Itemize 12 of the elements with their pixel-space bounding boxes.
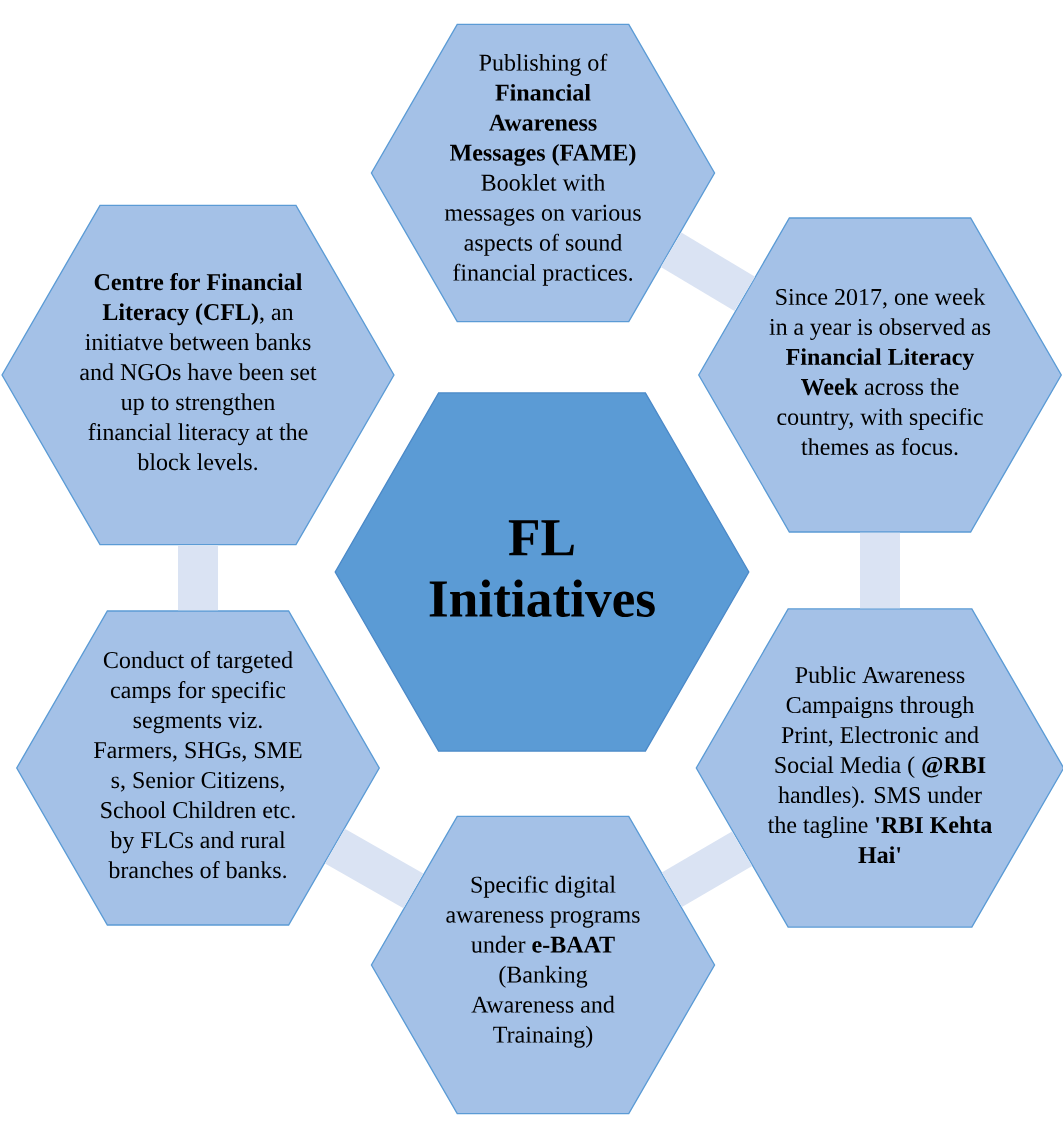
- initiative-hexagon: Specific digital awareness programs under e-BAAT (Banking Awareness and Trainaing): [370, 815, 716, 1115]
- ring-band: [325, 828, 424, 909]
- initiative-hexagon: Public Awareness Campaigns through Print, Electronic and Social Media ( @RBI handles). SMS under the tagline 'RBI Kehta Hai': [695, 608, 1063, 928]
- initiative-hexagon: Since 2017, one week in a year is observed as Financial Literacy Week across the country, with specific themes as focus.: [698, 217, 1062, 533]
- ring-band: [860, 532, 901, 609]
- ring-band: [178, 545, 219, 611]
- initiative-hexagon: Publishing of Financial Awareness Messages (FAME) Booklet with messages on various aspects of sound financial practices.: [370, 23, 716, 323]
- ring-band: [660, 232, 756, 312]
- title-hexagon: FL Initiatives: [334, 392, 750, 752]
- ring-band: [661, 831, 753, 907]
- initiative-hexagon: Conduct of targeted camps for specific segments viz. Farmers, SHGs, SME s, Senior Citizens, School Children etc. by FLCs and rural branches of banks.: [16, 610, 380, 926]
- initiative-hexagon: Centre for Financial Literacy (CFL), an initiatve between banks and NGOs have been set up to strengthen financial literacy at the block levels.: [1, 204, 395, 546]
